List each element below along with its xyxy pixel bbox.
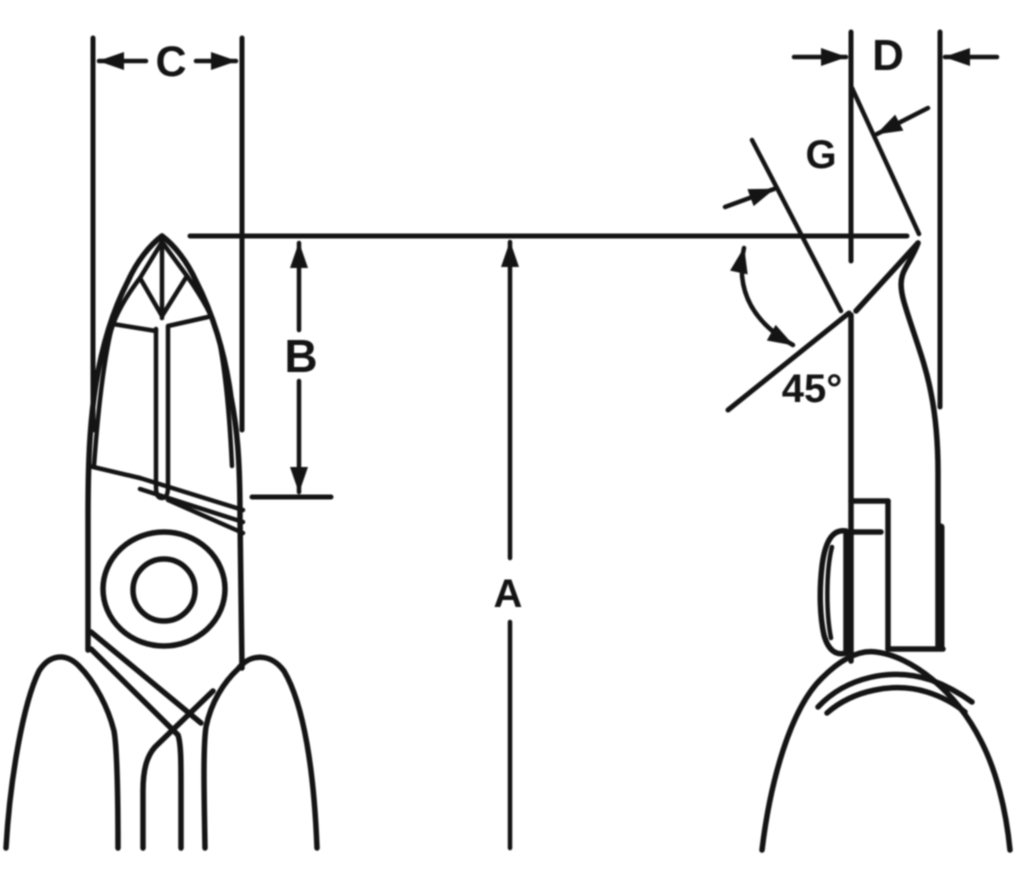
jaw-base-bevel-2 [137,486,246,525]
leaf-spring-inner [825,544,835,641]
handle-left [3,654,121,851]
arm-cross-line-2 [88,646,184,851]
jaw-cross-line-left [110,321,159,334]
handle-crescent-1 [815,671,975,710]
center-slit [153,324,171,501]
dimension-labels: A B C D G 45° [155,31,903,616]
g-reference-line-upper [849,85,922,237]
angle-arc [730,245,796,348]
handle-crescent-2 [824,685,968,716]
leaf-spring-outer [817,528,849,657]
dim-label-b: B [284,330,317,382]
pivot-inner-circle [130,556,198,624]
tip-facet-kite [137,239,190,319]
handle-dome [759,648,1013,853]
jaw-base-bevel-3 [165,497,246,536]
back-edge [898,240,941,651]
arm-cross-line-1 [88,629,204,726]
arm-cross-line-3 [140,688,216,851]
dim-label-d: D [872,31,904,80]
g-reference-line-lower [749,137,844,314]
dim-label-45-degrees: 45° [782,367,843,411]
head-outline-left [85,233,165,653]
dim-label-g: G [805,133,836,177]
side-view-cutter [759,240,1013,853]
front-view-cutter [3,233,320,851]
pivot-outer-circle [100,529,228,649]
jaw-inner-edge-left [91,275,143,469]
cutting-face [853,240,921,314]
jaw-inner-edge-right [184,273,235,469]
dim-label-a: A [494,572,523,616]
jaw-base-connector [86,463,143,481]
dim-label-c: C [155,38,186,86]
handle-right [201,654,320,851]
angle-45-line [725,310,852,413]
dimension-annotations [90,29,1000,851]
jaw-base-bevel-1 [137,475,246,513]
jaw-cross-line-right [165,314,211,329]
dim-g-arrow-lower [722,186,777,210]
dim-g-arrow-upper [874,105,931,137]
